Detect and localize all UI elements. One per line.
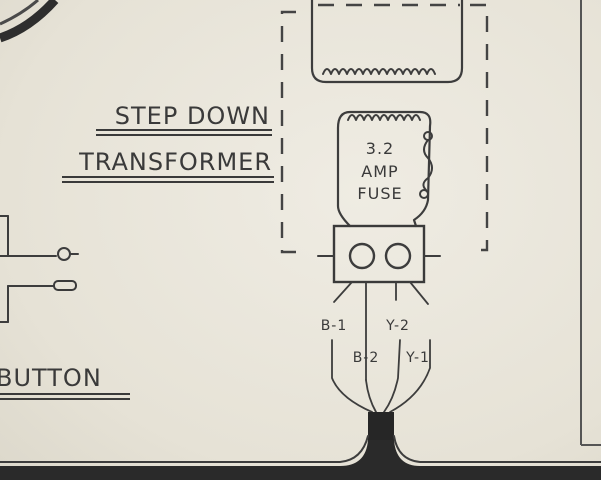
step-down-label: STEP DOWN [115,102,270,130]
fuse-rating-label: 3.2 [366,139,394,158]
wire-label-b2: B-2 [353,350,380,366]
contact-terminal-lower [53,280,77,291]
primary-coil [322,68,436,75]
transformer-secondary [336,110,433,228]
transformer-primary [310,0,464,84]
motor-circle [0,0,59,43]
fuse-word-label: FUSE [357,184,402,203]
wire-label-b1: B-1 [321,318,348,334]
secondary-coil [347,114,421,121]
terminal-screw-left [348,242,376,270]
pushbutton-contacts [0,215,79,323]
fuse-terminal-bottom [419,189,429,199]
terminal-block [317,224,441,284]
terminal-screw-right [384,242,412,270]
cable-sheath [0,412,601,480]
fuse-amp-label: AMP [361,162,398,181]
transformer-label: TRANSFORMER [78,148,272,176]
right-frame-line [580,0,601,446]
contact-terminal-upper [57,247,71,261]
wire-label-y2: Y-2 [385,318,410,334]
wire-label-y1: Y-1 [405,350,430,366]
pushbutton-label: BUTTON [0,364,102,392]
transformer-enclosure [280,3,489,254]
lead-wires [331,281,431,413]
fuse-element [422,139,433,191]
